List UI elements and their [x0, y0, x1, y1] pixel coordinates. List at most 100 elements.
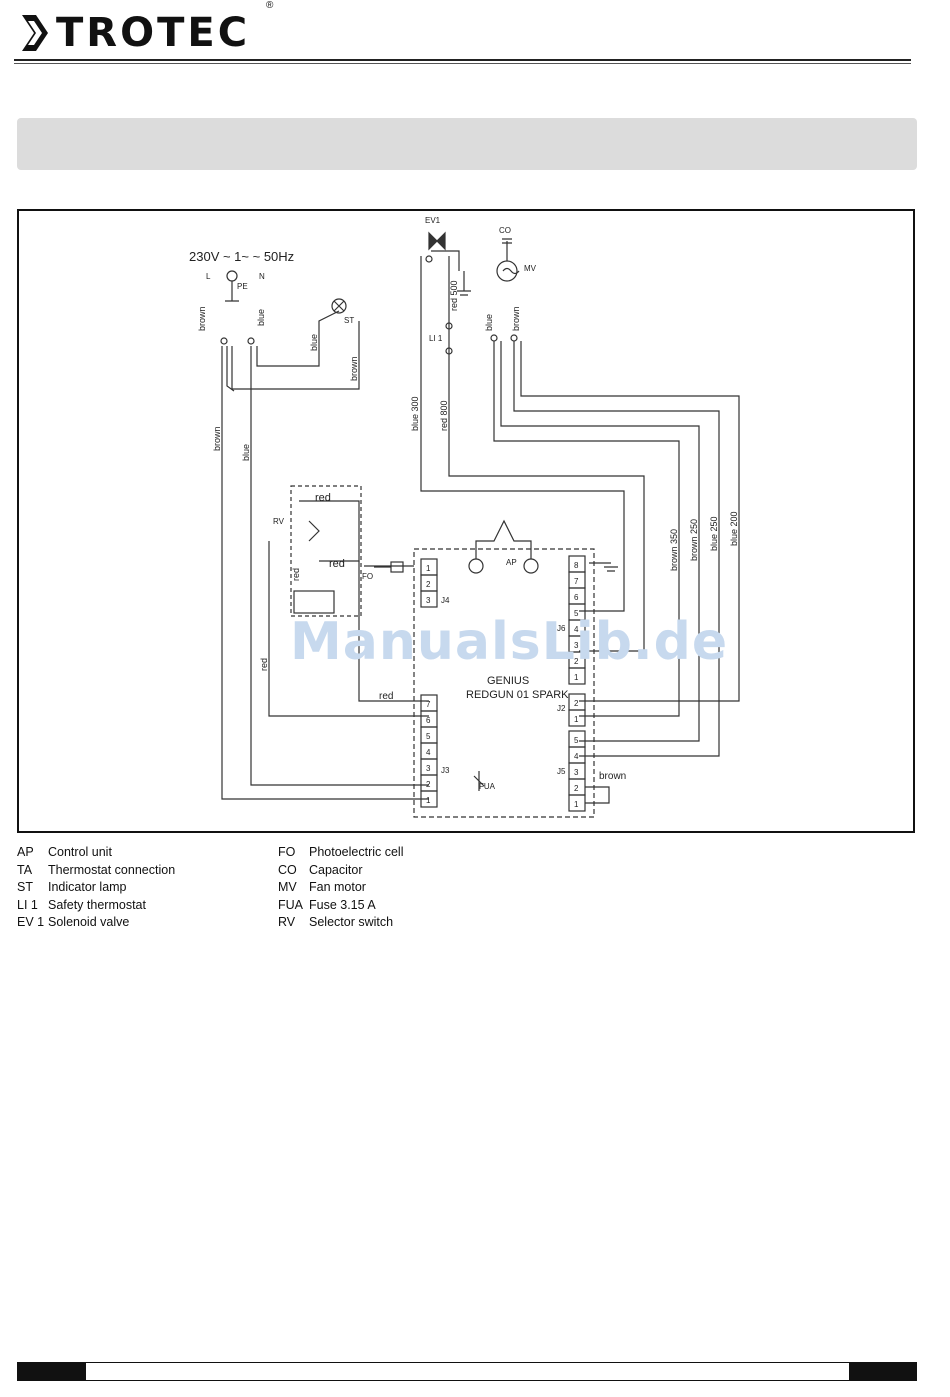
- legend-text: Fuse 3.15 A: [309, 897, 376, 912]
- terminal-rt-2: 2: [574, 657, 579, 666]
- terminal-rb-1: 1: [574, 800, 579, 809]
- registered-mark: ®: [266, 0, 274, 11]
- brand-name: TROTEC: [56, 10, 251, 56]
- terminal-rb-4: 4: [574, 752, 579, 761]
- trotec-logo: TROTEC: [20, 12, 250, 54]
- label-l: L: [206, 272, 211, 281]
- legend-item: LI 1 Safety thermostat: [17, 897, 175, 915]
- terminal-lb-6: 6: [426, 716, 431, 725]
- legend-code: AP: [17, 845, 34, 859]
- wire-label-red-500: red 500: [449, 280, 459, 311]
- legend-text: Indicator lamp: [48, 880, 127, 894]
- wire-label-red-top: red: [315, 492, 331, 504]
- footer-middle-bar: [85, 1362, 851, 1381]
- legend-code: CO: [278, 862, 297, 877]
- label-ev1: EV1: [425, 216, 441, 225]
- wire-label-red-rv: red: [259, 658, 269, 671]
- legend-item: RV Selector switch: [278, 914, 404, 932]
- wire-label-blue-st: blue: [309, 334, 319, 351]
- label-fua: FUA: [479, 782, 496, 791]
- legend-item: TA Thermostat connection: [17, 862, 175, 880]
- legend-code: RV: [278, 915, 296, 929]
- wire-label-brown-350: brown 350: [669, 529, 679, 571]
- supply-label: 230V ~ 1~ ~ 50Hz: [189, 249, 294, 264]
- wire-label-brown-st: brown: [349, 356, 359, 381]
- wiring-diagram: 230V ~ 1~ ~ 50Hz L N PE EV1 LI 1 MV CO S…: [17, 209, 915, 833]
- label-n: N: [259, 272, 265, 281]
- wire-label-brown-250: brown 250: [689, 519, 699, 561]
- control-unit-line1: GENIUS: [487, 675, 529, 687]
- terminal-lt-3: 3: [426, 596, 431, 605]
- wire-label-brown-cu: brown: [599, 771, 626, 782]
- wire-label-brown-main: brown: [212, 426, 222, 451]
- legend-code: LI 1: [17, 897, 38, 912]
- terminal-lb-3: 3: [426, 764, 431, 773]
- legend-item: AP Control unit: [17, 844, 175, 862]
- page-header: TROTEC ®: [0, 0, 950, 70]
- label-pe: PE: [237, 282, 248, 291]
- header-rule: [14, 59, 911, 61]
- footer-right-block: [849, 1362, 917, 1381]
- terminal-rm-1: 1: [574, 715, 579, 724]
- trotec-logo-mark-icon: [22, 15, 48, 51]
- page-footer: [17, 1362, 917, 1381]
- legend-text: Selector switch: [309, 915, 394, 929]
- wire-label-blue-n: blue: [256, 309, 266, 326]
- terminal-lt-1: 1: [426, 564, 431, 573]
- wire-label-brown-l: brown: [197, 306, 207, 331]
- legend-item: ST Indicator lamp: [17, 879, 175, 897]
- legend-code: MV: [278, 880, 297, 894]
- wire-label-blue-250: blue 250: [709, 516, 719, 551]
- connector-j3: J3: [441, 766, 450, 775]
- wire-label-brown-mv: brown: [511, 306, 521, 331]
- connector-j4: J4: [441, 596, 450, 605]
- terminal-rb-3: 3: [574, 768, 579, 777]
- terminal-lb-4: 4: [426, 748, 431, 757]
- terminal-lb-7: 7: [426, 700, 431, 709]
- label-ap: AP: [506, 558, 517, 567]
- section-title-bar: [17, 118, 917, 170]
- watermark: ManualsLib.de: [290, 612, 729, 672]
- legend-code: FO: [278, 845, 296, 859]
- wiring-diagram-svg: 230V ~ 1~ ~ 50Hz L N PE EV1 LI 1 MV CO S…: [189, 216, 740, 818]
- terminal-rt-3: 3: [574, 641, 579, 650]
- wire-label-red-800: red 800: [439, 400, 449, 431]
- legend-item: FO Photoelectric cell: [278, 844, 404, 862]
- terminal-rt-4: 4: [574, 625, 579, 634]
- wire-label-blue-main: blue: [241, 444, 251, 461]
- legend-code: ST: [17, 880, 33, 894]
- legend-item: FUA Fuse 3.15 A: [278, 897, 404, 915]
- terminal-lb-1: 1: [426, 796, 431, 805]
- wire-label-red-mid: red: [329, 558, 345, 570]
- legend-left: AP Control unit TA Thermostat connection S…: [17, 844, 175, 932]
- terminal-lb-5: 5: [426, 732, 431, 741]
- connector-j5: J5: [557, 767, 566, 776]
- wire-label-red-rv2: red: [291, 568, 301, 581]
- terminal-rt-5: 5: [574, 609, 579, 618]
- legend-text: Solenoid valve: [48, 915, 130, 929]
- legend-code: FUA: [278, 897, 303, 912]
- terminal-rb-2: 2: [574, 784, 579, 793]
- label-co: CO: [499, 226, 511, 235]
- terminal-rt-1: 1: [574, 673, 579, 682]
- footer-left-block: [17, 1362, 85, 1381]
- wire-label-blue-mv: blue: [484, 314, 494, 331]
- connector-j6: J6: [557, 624, 566, 633]
- legend-text: Thermostat connection: [48, 862, 176, 877]
- legend-code: EV 1: [17, 915, 45, 929]
- label-st: ST: [344, 316, 354, 325]
- legend-code: TA: [17, 862, 33, 877]
- legend-text: Photoelectric cell: [309, 845, 404, 859]
- label-rv: RV: [273, 517, 285, 526]
- label-mv: MV: [524, 264, 537, 273]
- label-fo: FO: [362, 572, 373, 581]
- terminal-rt-6: 6: [574, 593, 579, 602]
- terminal-rt-8: 8: [574, 561, 579, 570]
- legend-text: Control unit: [48, 845, 112, 859]
- connector-j2: J2: [557, 704, 566, 713]
- legend-text: Safety thermostat: [48, 897, 146, 912]
